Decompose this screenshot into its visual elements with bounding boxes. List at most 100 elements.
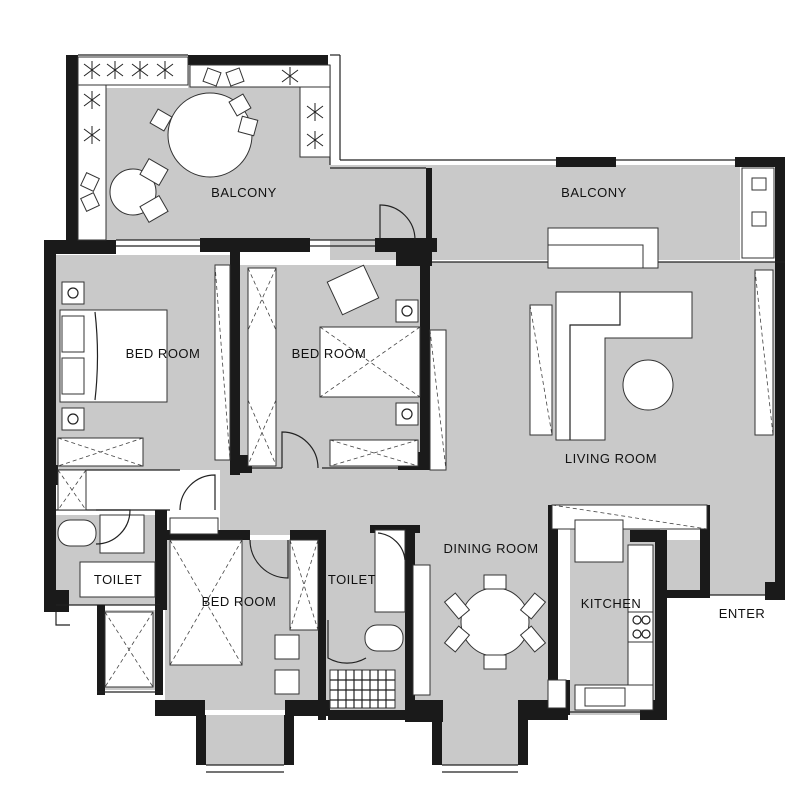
bay-bottom-left-floor — [205, 715, 285, 765]
wall — [97, 605, 105, 695]
wardrobe — [214, 264, 231, 461]
wardrobe — [247, 267, 277, 467]
bathtub — [79, 561, 156, 598]
room-label-living-room: LIVING ROOM — [565, 451, 657, 466]
plant-icon — [83, 61, 324, 149]
door-swing — [377, 532, 406, 561]
wall — [420, 260, 430, 470]
dash — [247, 267, 277, 331]
nightstand — [395, 402, 419, 426]
room-labels: BALCONY BALCONY BED ROOM BED ROOM LIVING… — [94, 185, 765, 621]
grid — [330, 670, 395, 708]
pillow — [61, 315, 85, 353]
wall — [155, 605, 163, 695]
burner-icon — [641, 615, 651, 625]
planter — [77, 56, 189, 86]
dash — [551, 504, 708, 530]
wall — [328, 710, 408, 720]
toilet-left-furniture — [57, 514, 219, 688]
wall — [655, 530, 667, 720]
vanity — [374, 529, 406, 613]
burner-icon — [632, 615, 642, 625]
coffee-table — [622, 359, 674, 411]
door-swing — [249, 539, 289, 579]
wall — [200, 238, 310, 252]
bedroom-left-furniture — [57, 264, 231, 511]
dining-chair — [443, 592, 471, 620]
wall — [66, 55, 78, 67]
toilet-fixture — [57, 519, 97, 547]
nightstand — [61, 281, 85, 305]
room-label-kitchen: KITCHEN — [581, 596, 642, 611]
dining-chair — [519, 625, 547, 653]
burner-icon — [632, 629, 642, 639]
wall — [285, 700, 330, 716]
window — [310, 239, 375, 247]
dash — [247, 399, 277, 466]
dash — [429, 329, 447, 471]
lamp-icon — [67, 287, 79, 299]
kitchen-furniture — [574, 519, 654, 711]
burner-icon — [641, 629, 651, 639]
wall — [548, 505, 558, 720]
nightstand — [61, 407, 85, 431]
dash — [529, 304, 553, 436]
window — [55, 612, 70, 626]
appliance — [751, 211, 767, 227]
wall — [44, 240, 116, 254]
window — [116, 239, 200, 247]
door-swing — [327, 620, 367, 664]
wall — [405, 530, 415, 720]
wall — [765, 582, 785, 600]
wall — [44, 465, 58, 485]
fridge — [574, 519, 624, 563]
bay-bottom-right-floor — [440, 720, 520, 765]
lamp-icon — [401, 408, 413, 420]
cushion — [202, 67, 222, 87]
armchair — [326, 264, 380, 316]
wall — [44, 590, 69, 612]
dash — [329, 439, 419, 467]
wall — [284, 715, 294, 765]
cabinet — [547, 679, 567, 709]
cushion — [225, 67, 245, 87]
wall — [630, 530, 665, 542]
dash — [169, 539, 243, 666]
door-swing — [95, 509, 131, 545]
wall — [518, 715, 528, 765]
wall — [735, 157, 785, 167]
room-label-dining-room: DINING ROOM — [443, 541, 538, 556]
walls — [44, 54, 785, 773]
toilet-center-furniture — [329, 529, 431, 709]
room-label-balcony-left: BALCONY — [211, 185, 277, 200]
wall — [290, 530, 325, 540]
bed — [319, 326, 421, 398]
dining-chair — [483, 574, 507, 590]
wall — [160, 530, 250, 540]
dining-chair — [443, 625, 471, 653]
dining-table — [460, 587, 530, 657]
dining-chair — [519, 592, 547, 620]
chair — [237, 115, 259, 137]
wall — [556, 157, 616, 167]
toilet-fixture — [364, 624, 404, 652]
wall — [426, 168, 432, 240]
lamp-icon — [401, 305, 413, 317]
cushion — [80, 172, 100, 192]
room-label-toilet-center: TOILET — [328, 572, 376, 587]
door-swing — [281, 431, 319, 469]
wall — [196, 715, 206, 765]
sofa — [555, 291, 693, 441]
planter — [77, 84, 107, 241]
small-round-table — [109, 168, 157, 216]
wall — [66, 55, 78, 250]
chair — [139, 158, 169, 186]
door-swing — [179, 474, 216, 511]
sink — [99, 514, 145, 554]
door-swing — [379, 204, 416, 241]
dash — [57, 437, 144, 467]
desk-chair — [274, 669, 300, 695]
dining-chair — [483, 654, 507, 670]
sink — [584, 687, 626, 707]
nightstand — [395, 299, 419, 323]
